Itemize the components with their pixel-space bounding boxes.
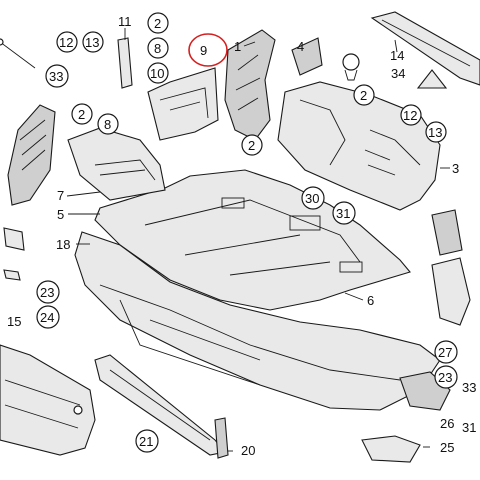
warning-label-part bbox=[416, 69, 448, 89]
svg-text:13: 13 bbox=[85, 35, 99, 50]
svg-text:2: 2 bbox=[78, 107, 85, 122]
clip-part-left bbox=[3, 227, 25, 281]
svg-text:31: 31 bbox=[336, 206, 350, 221]
lower-front-panel-part-6 bbox=[74, 231, 441, 411]
callout-14: 14 bbox=[390, 48, 404, 63]
svg-text:15: 15 bbox=[7, 314, 21, 329]
callout-4: 4 bbox=[297, 39, 304, 54]
callout-12: 12 bbox=[56, 31, 78, 53]
bracket-part-4 bbox=[291, 37, 323, 76]
callout-12b: 12 bbox=[400, 104, 422, 126]
callout-20: 20 bbox=[241, 443, 255, 458]
svg-text:26: 26 bbox=[440, 416, 454, 431]
rod-part-33 bbox=[0, 38, 36, 69]
svg-text:12: 12 bbox=[59, 35, 73, 50]
callout-18: 18 bbox=[56, 237, 70, 252]
callout-23a: 23 bbox=[36, 280, 60, 304]
svg-text:20: 20 bbox=[241, 443, 255, 458]
svg-text:8: 8 bbox=[154, 41, 161, 56]
callout-2c: 2 bbox=[241, 134, 263, 156]
strut-part-21 bbox=[94, 354, 227, 456]
svg-text:7: 7 bbox=[57, 188, 64, 203]
underbody-shield-part-5 bbox=[94, 169, 411, 311]
svg-text:10: 10 bbox=[150, 66, 164, 81]
callout-21: 21 bbox=[135, 429, 159, 453]
right-brackets-part bbox=[431, 209, 471, 326]
air-duct-part-10 bbox=[147, 67, 219, 141]
post-part-20 bbox=[214, 417, 229, 459]
svg-text:33: 33 bbox=[462, 380, 476, 395]
callout-23b: 23 bbox=[434, 365, 458, 389]
svg-text:25: 25 bbox=[440, 440, 454, 455]
callout-7: 7 bbox=[57, 188, 64, 203]
svg-text:3: 3 bbox=[452, 161, 459, 176]
upright-trim-part-1 bbox=[224, 29, 276, 141]
callout-15: 15 bbox=[7, 314, 21, 329]
svg-text:11: 11 bbox=[118, 14, 132, 29]
svg-text:24: 24 bbox=[40, 310, 54, 325]
svg-text:34: 34 bbox=[391, 66, 405, 81]
callout-34: 34 bbox=[391, 66, 405, 81]
svg-text:13: 13 bbox=[428, 125, 442, 140]
top-strip-part-14 bbox=[370, 11, 480, 86]
svg-text:5: 5 bbox=[57, 207, 64, 222]
callout-31b: 31 bbox=[462, 420, 476, 435]
bracket-part-11 bbox=[117, 30, 133, 89]
svg-text:30: 30 bbox=[305, 191, 319, 206]
callout-26: 26 bbox=[440, 416, 454, 431]
callout-33: 33 bbox=[45, 64, 69, 88]
svg-text:2: 2 bbox=[248, 138, 255, 153]
callout-2d: 2 bbox=[353, 84, 375, 106]
callout-10: 10 bbox=[147, 62, 169, 84]
svg-text:8: 8 bbox=[104, 117, 111, 132]
callout-25: 25 bbox=[440, 440, 454, 455]
callout-33b: 33 bbox=[462, 380, 476, 395]
callout-6: 6 bbox=[367, 293, 374, 308]
callout-30: 30 bbox=[301, 186, 325, 210]
svg-text:2: 2 bbox=[154, 16, 161, 31]
callout-2b: 2 bbox=[71, 103, 93, 125]
callout-1: 1 bbox=[234, 39, 241, 54]
svg-text:23: 23 bbox=[438, 370, 452, 385]
svg-text:18: 18 bbox=[56, 237, 70, 252]
callout-13: 13 bbox=[82, 31, 104, 53]
side-skirt-part-15 bbox=[0, 344, 96, 456]
left-side-trim-part-2 bbox=[7, 104, 56, 206]
svg-text:12: 12 bbox=[403, 108, 417, 123]
callout-9-highlighted: 9 bbox=[188, 33, 228, 67]
callout-8b: 8 bbox=[97, 113, 119, 135]
callout-11: 11 bbox=[118, 14, 132, 29]
fastener-part bbox=[342, 53, 360, 81]
callout-2a: 2 bbox=[147, 12, 169, 34]
leader-lines bbox=[66, 28, 450, 452]
svg-text:14: 14 bbox=[390, 48, 404, 63]
svg-text:1: 1 bbox=[234, 39, 241, 54]
svg-text:31: 31 bbox=[462, 420, 476, 435]
callout-5: 5 bbox=[57, 207, 64, 222]
svg-text:2: 2 bbox=[360, 88, 367, 103]
svg-text:6: 6 bbox=[367, 293, 374, 308]
svg-text:23: 23 bbox=[40, 285, 54, 300]
callout-8a: 8 bbox=[147, 37, 169, 59]
callout-3: 3 bbox=[452, 161, 459, 176]
svg-text:27: 27 bbox=[438, 345, 452, 360]
svg-text:9: 9 bbox=[200, 43, 207, 58]
callout-31a: 31 bbox=[332, 201, 356, 225]
small-plate-part-25 bbox=[361, 435, 421, 463]
svg-text:33: 33 bbox=[49, 69, 63, 84]
callout-27: 27 bbox=[434, 340, 458, 364]
svg-text:4: 4 bbox=[297, 39, 304, 54]
callout-13b: 13 bbox=[425, 121, 447, 143]
callout-24: 24 bbox=[36, 305, 60, 329]
left-wheelarch-part-7 bbox=[67, 127, 166, 201]
svg-text:21: 21 bbox=[139, 434, 153, 449]
